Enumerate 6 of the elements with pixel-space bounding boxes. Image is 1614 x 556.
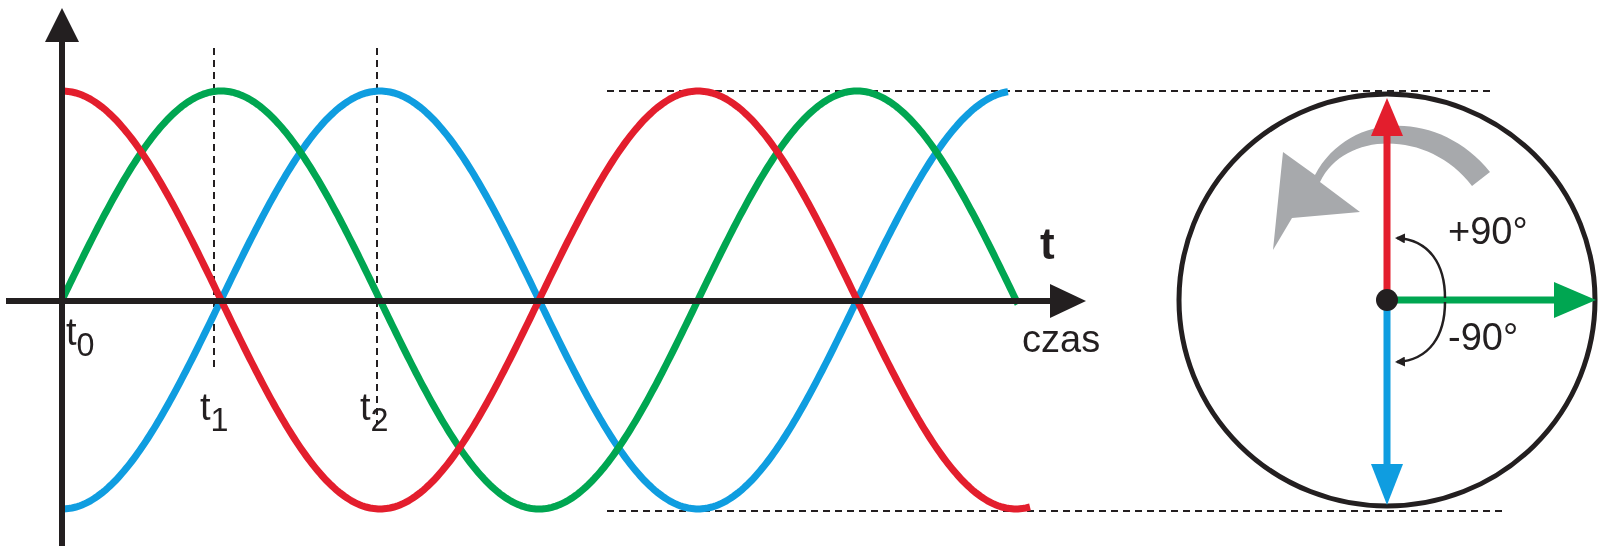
time-label: t$_{1}$ [200,388,229,437]
angle-label: -90° [1448,318,1519,356]
angle-label: +90° [1448,212,1528,250]
axis-label: t [1040,222,1055,266]
axis-label: czas [1022,320,1101,358]
time-label: t$_{0}$ [66,313,95,362]
